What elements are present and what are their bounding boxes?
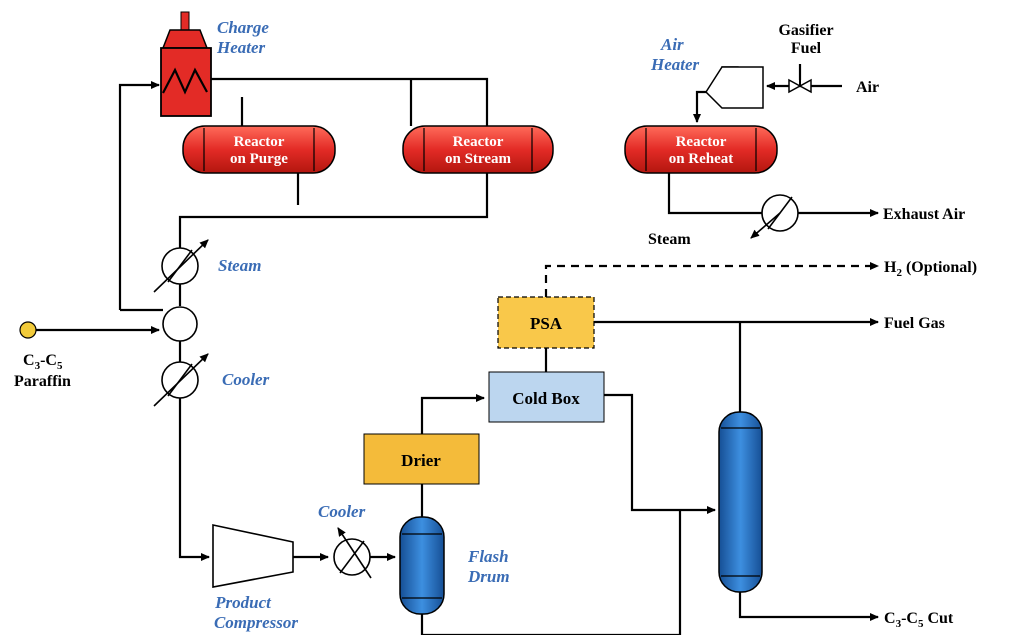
psa-label: PSA [530, 314, 563, 333]
feed-label-1: C3-C5 [23, 352, 63, 372]
fuel-valve [788, 78, 812, 94]
feed-label-2: Paraffin [14, 373, 71, 390]
gasifier-fuel-label-2: Fuel [791, 40, 822, 57]
reactor-purge-label-1: Reactor [234, 134, 285, 150]
exhaust-air-label: Exhaust Air [883, 206, 965, 223]
air-heater-label-2: Heater [650, 55, 700, 74]
cooler2-label: Cooler [318, 502, 366, 521]
flash-drum-label-1: Flash [467, 547, 509, 566]
heater-outlet-loop-line [178, 77, 489, 248]
steam-right-label: Steam [648, 231, 691, 248]
drier-label: Drier [401, 451, 441, 470]
air-heater [705, 66, 764, 109]
air-label: Air [856, 79, 879, 96]
h2-label: H2 (Optional) [884, 259, 977, 279]
flash-bottom-line [420, 510, 682, 635]
cooler-2 [333, 527, 372, 579]
cooler-to-compressor-line [178, 398, 210, 561]
reactor-on-reheat [624, 125, 778, 174]
coldbox-to-column-line [604, 393, 716, 514]
feed-dot [19, 321, 37, 339]
steam-exchanger [153, 239, 209, 293]
reactor-on-stream [402, 125, 554, 174]
reactor-stream-label-2: on Stream [445, 151, 511, 167]
compressor-label-2: Compressor [214, 613, 298, 632]
flash-drum [399, 516, 445, 615]
drier-to-coldbox-line [420, 394, 485, 434]
fuel-gas-label: Fuel Gas [884, 315, 945, 332]
reactor-purge-label-2: on Purge [230, 151, 288, 167]
feed-to-heater-line [118, 81, 160, 310]
distillation-column [718, 411, 763, 593]
charge-heater-label-2: Heater [216, 38, 266, 57]
feed-mixer [162, 306, 198, 342]
cooler1-label: Cooler [222, 370, 270, 389]
h2-optional-line [544, 262, 879, 297]
reactor-stream-label-1: Reactor [453, 134, 504, 150]
cold-box-label: Cold Box [512, 389, 580, 408]
reactor-reheat-label-1: Reactor [676, 134, 727, 150]
cold-box [488, 371, 605, 423]
air-heater-label-1: Air [660, 35, 684, 54]
exhaust-cooler [750, 194, 799, 239]
product-label: C3-C5 Cut [884, 610, 954, 630]
compressor-label-1: Product [214, 593, 272, 612]
product-compressor [212, 524, 294, 588]
steam-left-label: Steam [218, 256, 261, 275]
flash-drum-label-2: Drum [467, 567, 510, 586]
psa-unit [497, 296, 595, 349]
charge-heater-label-1: Charge [217, 18, 269, 37]
cooler-1 [153, 353, 209, 407]
reactor-on-purge [182, 125, 336, 174]
air-heater-to-reactor-line [693, 90, 706, 123]
exhaust-air-line [667, 173, 879, 217]
gasifier-fuel-label-1: Gasifier [778, 22, 833, 39]
charge-heater [160, 11, 212, 117]
product-line [738, 592, 879, 621]
reactor-reheat-label-2: on Reheat [669, 151, 734, 167]
